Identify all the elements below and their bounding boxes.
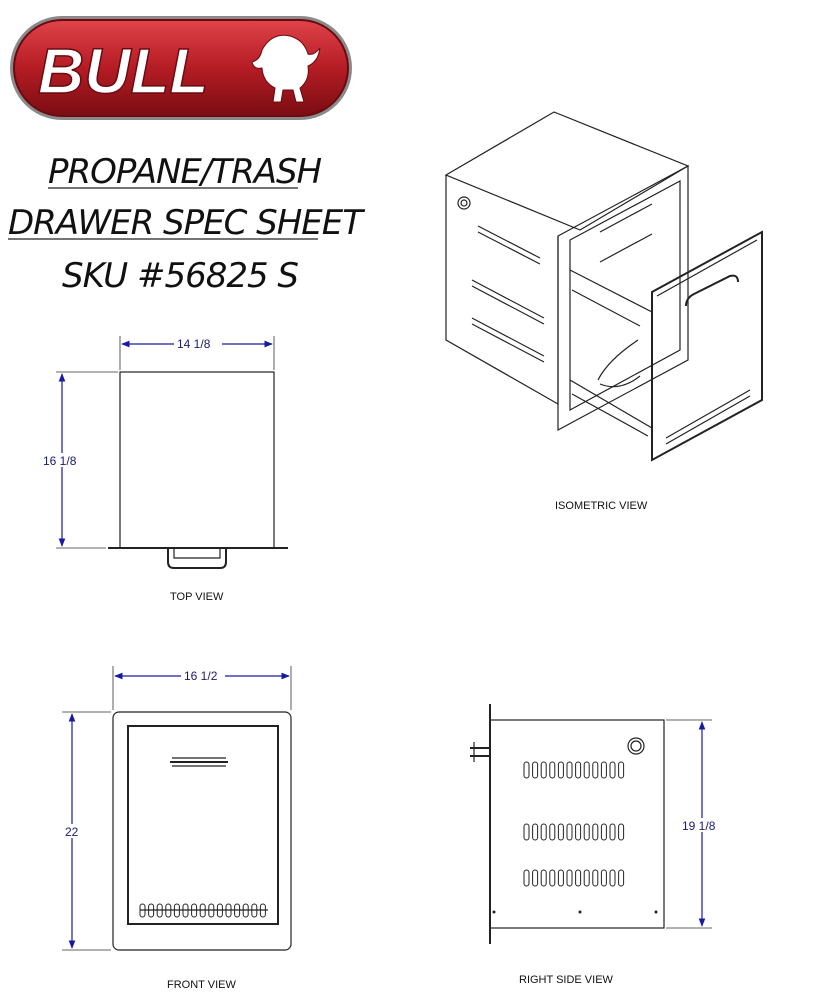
side-vent-slot [566,823,573,841]
top-view [56,336,288,569]
side-vent-slot [600,869,607,887]
side-vent-slot [523,761,530,779]
title-line-2: DRAWER SPEC SHEET [8,203,365,243]
front-vent-slot [225,903,232,918]
title-line-3: SKU #56825 S [62,256,298,296]
bull-icon [251,34,321,103]
side-vent-slot [592,823,599,841]
front-vent-slot [234,903,241,918]
front-vent-slot [139,903,146,918]
side-vent-slot [575,761,582,779]
side-vent-slot [549,761,556,779]
side-vent-slot [609,823,616,841]
front-vent-slot [199,903,206,918]
front-height-dim: 22 [65,825,79,839]
side-vent-slot [609,869,616,887]
front-vent-slot [182,903,189,918]
logo-text: BULL [38,35,209,107]
side-vent-slot [566,761,573,779]
front-vent-slot [242,903,249,918]
front-vent-slot [259,903,266,918]
side-vent-slot [592,869,599,887]
isometric-view [444,111,763,462]
front-vent-slot [165,903,172,918]
side-vent-slot [583,823,590,841]
side-vent-slot [618,823,625,841]
side-vent-slot [523,823,530,841]
side-vent-slot [575,869,582,887]
title-block: PROPANE/TRASH DRAWER SPEC SHEET SKU #568… [8,152,366,296]
front-vent-slot [191,903,198,918]
side-vent-slot [575,823,582,841]
front-width-dim: 16 1/2 [184,669,218,683]
side-vent-slot [540,869,547,887]
side-vent-slot [540,823,547,841]
side-vent-slot [549,869,556,887]
side-vent-slot [566,869,573,887]
front-vent-slot [156,903,163,918]
right-side-view [470,704,712,944]
side-vent-slot [557,823,564,841]
vent-slot-marks [139,761,625,918]
side-vent-slot [557,869,564,887]
bull-logo: BULL [10,16,352,120]
side-vent-slot [592,761,599,779]
side-vent-slot [523,869,530,887]
side-vent-slot [549,823,556,841]
isometric-view-label: ISOMETRIC VIEW [555,500,648,512]
side-vent-slot [532,761,539,779]
title-line-1: PROPANE/TRASH [48,152,322,192]
side-vent-slot [540,761,547,779]
front-view-label: FRONT VIEW [167,979,236,991]
top-width-dim: 14 1/8 [177,337,211,351]
front-vent-slot [216,903,223,918]
front-view [62,666,292,951]
front-vent-slot [208,903,215,918]
top-view-label: TOP VIEW [170,591,224,603]
side-vent-slot [600,823,607,841]
side-vent-slot [532,869,539,887]
side-vent-slot [583,761,590,779]
side-vent-slot [557,761,564,779]
front-vent-slot [251,903,258,918]
side-vent-slot [583,869,590,887]
side-vent-slot [609,761,616,779]
side-vent-slot [618,761,625,779]
side-vent-slot [532,823,539,841]
side-height-dim: 19 1/8 [682,819,716,833]
top-depth-dim: 16 1/8 [43,454,77,468]
right-side-view-label: RIGHT SIDE VIEW [519,974,614,986]
front-vent-slot [148,903,155,918]
front-vent-slot [173,903,180,918]
vent-slots [471,225,545,363]
side-vent-slot [618,869,625,887]
side-vent-slot [600,761,607,779]
